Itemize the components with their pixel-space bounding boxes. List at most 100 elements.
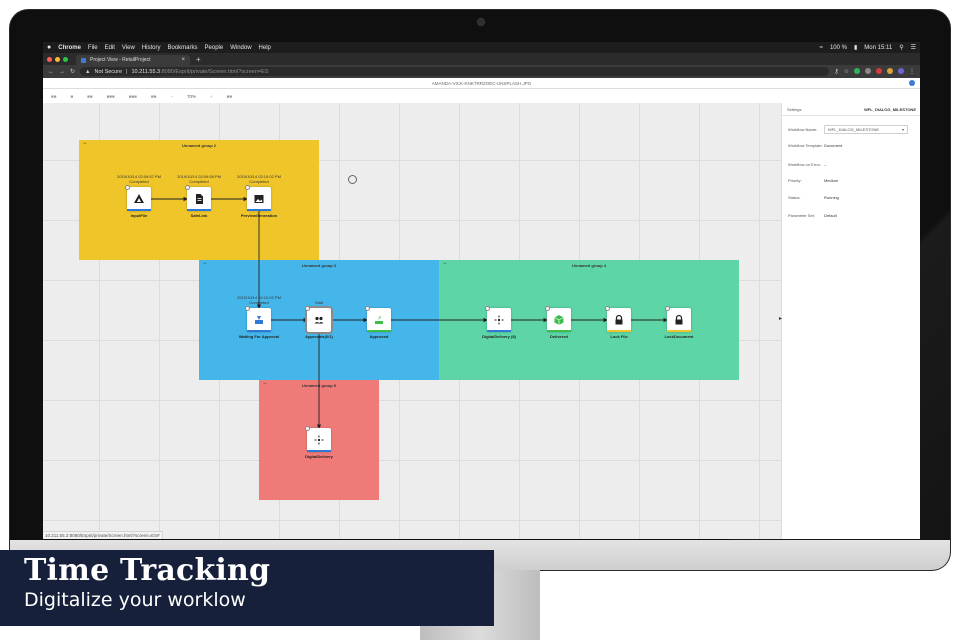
group-collapse-icon[interactable]: − [203, 261, 207, 267]
extension-red-icon[interactable] [876, 68, 882, 74]
browser-tab[interactable]: Project View - RetailProject × [76, 55, 190, 65]
node-status-bar [127, 209, 151, 211]
node-status-bar [187, 209, 211, 211]
status-row: Status: Running [788, 195, 915, 200]
zoom-in-icon[interactable]: + [210, 93, 213, 99]
key-icon[interactable]: ⚷ [834, 69, 839, 75]
node-port[interactable] [365, 306, 370, 311]
node-state: Wait [315, 300, 323, 305]
node-digitaldelivery-8[interactable]: DigitalDelivery (8) [482, 306, 516, 339]
node-approved[interactable]: Approved [365, 306, 391, 339]
menu-help[interactable]: Help [258, 44, 271, 51]
toolbar-tool-1[interactable]: ■■ [51, 93, 57, 99]
menu-history[interactable]: History [141, 44, 161, 51]
node-approvals[interactable]: Wait Approvals(0/1) [305, 300, 333, 339]
node-label: Waiting For Approval [238, 334, 280, 339]
priority-row: Priority: Medium [788, 178, 915, 183]
close-window-button[interactable] [47, 56, 52, 62]
not-secure-label: Not Secure [94, 68, 122, 75]
workflow-canvas[interactable]: − Unnamed group 2 − Unnamed group 3 − Un… [43, 103, 781, 539]
node-port[interactable] [605, 306, 610, 311]
group-collapse-icon[interactable]: − [443, 261, 447, 267]
toolbar-tool-2[interactable]: ■ [70, 93, 74, 99]
node-port[interactable] [305, 426, 310, 431]
triangle-shapes-icon [127, 187, 151, 211]
tab-favicon-icon [81, 57, 86, 63]
node-label: PreviewGeneration [240, 213, 278, 218]
node-port[interactable] [485, 306, 490, 311]
menu-window[interactable]: Window [230, 44, 252, 51]
workflow-name-select[interactable]: WFL_DIALOG_MILESTONE ▾ [824, 125, 908, 134]
profile-avatar[interactable] [898, 68, 904, 74]
tab-close-icon[interactable]: × [181, 57, 185, 63]
node-port[interactable] [125, 185, 130, 190]
chevron-down-icon: ▾ [901, 127, 904, 132]
extension-orange-icon[interactable] [887, 68, 893, 74]
toolbar-tool-3[interactable]: ■■ [87, 93, 93, 99]
workflow-on-error-label: Workflow on Error: [788, 162, 822, 167]
parameter-set-label: Parameter Set: [788, 213, 815, 218]
back-icon[interactable]: ← [48, 68, 54, 75]
extension-green-icon[interactable] [854, 68, 860, 74]
node-port[interactable] [245, 306, 250, 311]
extension-gray-icon[interactable] [865, 68, 871, 74]
menu-edit[interactable]: Edit [104, 44, 115, 51]
toolbar-tool-4[interactable]: ■■■ [106, 93, 115, 99]
apple-menu-icon[interactable]: ● [47, 44, 52, 51]
app-title-bar: AMANDA-VICK-KNKTRRZOEC-UNSPLASH.JPG [43, 78, 920, 89]
window-controls [47, 56, 68, 62]
node-status-bar [667, 330, 691, 332]
banner-title: Time Tracking [24, 553, 271, 588]
group-title: Unnamed group 3 [301, 263, 336, 268]
help-icon[interactable] [909, 80, 915, 86]
node-port[interactable] [305, 306, 310, 311]
workflow-name-row: Workflow Name: WFL_DIALOG_MILESTONE ▾ [788, 125, 915, 134]
menu-view[interactable]: View [121, 44, 135, 51]
address-bar[interactable]: ▲ Not Secure | 10.211.55.3:8080/Esprit/p… [80, 67, 830, 76]
workflow-template-row: Workflow Template: Document [788, 143, 915, 148]
search-icon[interactable]: ⚲ [899, 45, 904, 51]
node-port[interactable] [185, 185, 190, 190]
cube-icon [547, 308, 571, 332]
zoom-out-icon[interactable]: − [170, 93, 173, 99]
menu-app[interactable]: Chrome [58, 44, 81, 51]
battery-label[interactable]: 100 % [829, 44, 847, 51]
clock[interactable]: Mon 15:11 [864, 44, 893, 51]
node-time: 2019/10/14 02:09:57 PM [117, 174, 161, 179]
menu-bookmarks[interactable]: Bookmarks [167, 44, 198, 51]
menu-file[interactable]: File [87, 44, 98, 51]
node-port[interactable] [245, 185, 250, 190]
node-delivered[interactable]: Delivered [545, 306, 571, 339]
node-lockdocument[interactable]: LockDocument [665, 306, 693, 339]
star-icon[interactable]: ☆ [843, 69, 849, 75]
wifi-icon[interactable]: ≈ [819, 44, 823, 51]
workflow-name-value: WFL_DIALOG_MILESTONE [828, 127, 880, 132]
node-lock-file[interactable]: Lock File [605, 306, 631, 339]
minimize-window-button[interactable] [55, 56, 60, 62]
node-port[interactable] [665, 306, 670, 311]
toolbar-tool-7[interactable]: ■■ [226, 93, 233, 99]
toolbar-tool-5[interactable]: ■■■ [128, 93, 137, 99]
reload-icon[interactable]: ↻ [70, 69, 76, 75]
maximize-window-button[interactable] [63, 56, 68, 62]
new-tab-button[interactable]: + [196, 54, 201, 64]
more-menu-icon[interactable]: ⋮ [909, 69, 915, 75]
browser-tabstrip: Project View - RetailProject × + [43, 53, 920, 65]
zoom-level[interactable]: 70% [186, 93, 196, 99]
group-collapse-icon[interactable]: − [263, 381, 267, 387]
forward-icon[interactable]: → [59, 68, 65, 75]
node-port[interactable] [545, 306, 550, 311]
menu-people[interactable]: People [204, 44, 224, 51]
node-digitaldelivery[interactable]: DigitalDelivery [305, 426, 333, 459]
toolbar-tool-6[interactable]: ■■ [150, 93, 157, 99]
menu-list-icon[interactable]: ☰ [910, 45, 916, 51]
node-status-bar [367, 330, 391, 332]
group-collapse-icon[interactable]: − [83, 141, 87, 147]
panel-toggle-icon[interactable]: ▸ [779, 316, 783, 322]
